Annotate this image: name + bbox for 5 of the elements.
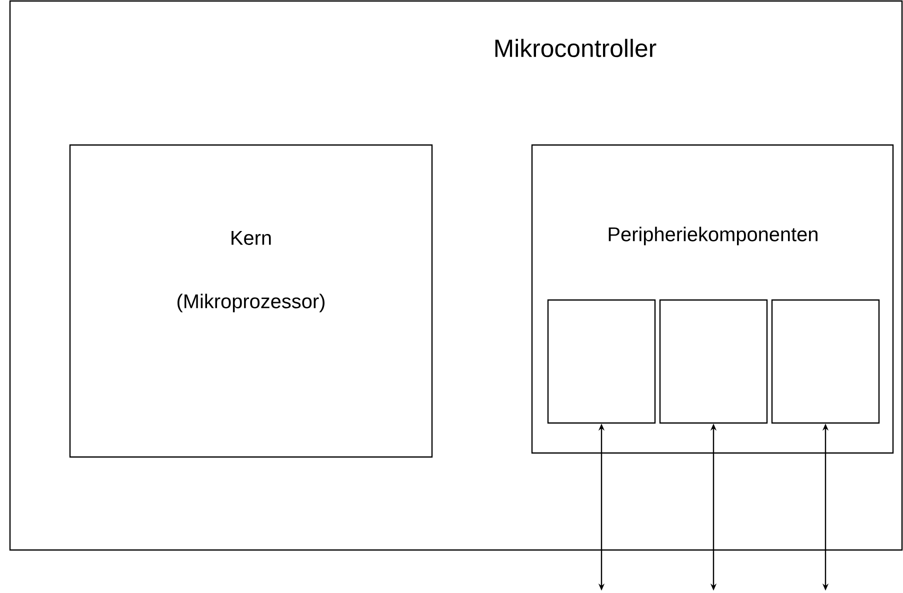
container-box: Peripheriekomponenten: [531, 144, 894, 454]
component-box: [659, 299, 768, 424]
component-box: [547, 299, 656, 424]
container-box: Kern (Mikroprozessor): [69, 144, 433, 458]
component-box: [771, 299, 880, 424]
